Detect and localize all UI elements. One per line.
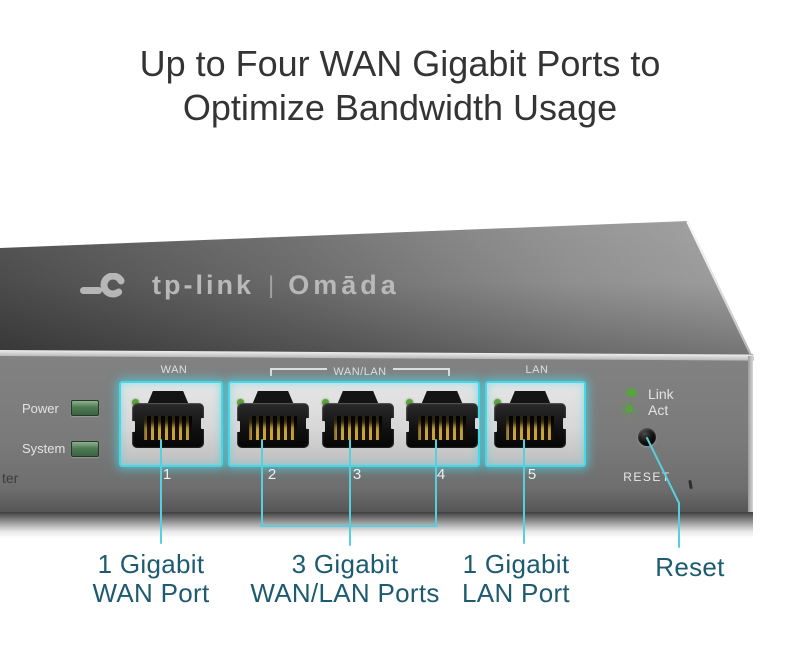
brand-wordmark: tp-link	[152, 270, 254, 300]
headline-line2: Optimize Bandwidth Usage	[182, 87, 618, 128]
chassis-right-bevel	[748, 356, 753, 512]
callout-lan: 1 Gigabit LAN Port	[462, 549, 570, 608]
sub-brand-wordmark: Omāda	[288, 270, 400, 300]
wanlan-group-label: WAN/LAN	[333, 366, 387, 378]
gold-pins	[334, 416, 382, 440]
headline-line1: Up to Four WAN Gigabit Ports to	[139, 43, 661, 84]
chassis-bottom-shadow	[0, 512, 753, 538]
gold-pins	[418, 416, 466, 440]
port-status-led-icon	[406, 399, 413, 406]
headline: Up to Four WAN Gigabit Ports to Optimize…	[0, 42, 800, 130]
port-status-led-icon	[237, 399, 244, 406]
gold-pins	[144, 416, 192, 440]
power-led-label: Power	[22, 401, 59, 416]
port-number-4: 4	[436, 466, 446, 483]
callout-wan: 1 Gigabit WAN Port	[92, 549, 210, 608]
rj45-port-3	[321, 390, 395, 458]
link-led-icon	[626, 388, 637, 397]
partial-model-text: ter	[2, 470, 19, 486]
port-number-2: 2	[267, 466, 277, 483]
system-led-icon	[71, 441, 99, 457]
brand-logo: tp-link | Omāda	[80, 270, 400, 301]
port-status-led-icon	[494, 399, 501, 406]
port-number-5: 5	[527, 466, 537, 483]
wanlan-bracket: WAN/LAN	[270, 366, 450, 378]
act-label: Act	[648, 402, 669, 418]
rj45-port-1	[131, 390, 205, 458]
rj45-port-4	[405, 390, 479, 458]
port-number-3: 3	[352, 466, 362, 483]
port-status-led-icon	[322, 399, 329, 406]
system-led-label: System	[22, 441, 66, 456]
gold-pins	[249, 416, 297, 440]
lan-group-label: LAN	[525, 364, 549, 376]
gold-pins	[506, 416, 554, 440]
reset-panel-label: RESET	[623, 470, 671, 484]
callout-wanlan: 3 Gigabit WAN/LAN Ports	[250, 549, 440, 608]
port-status-led-icon	[132, 399, 139, 406]
link-label: Link	[648, 386, 674, 402]
power-led-icon	[71, 400, 99, 416]
tp-link-logo-icon	[80, 272, 126, 297]
logo-divider: |	[268, 271, 275, 299]
rj45-port-5	[493, 390, 567, 458]
port-number-1: 1	[162, 466, 172, 483]
act-blinking-led-icon	[621, 401, 637, 417]
reset-button	[638, 428, 656, 446]
callout-reset: Reset	[655, 552, 725, 582]
wan-group-label: WAN	[160, 364, 188, 376]
router-top-surface	[0, 221, 753, 357]
rj45-port-2	[236, 390, 310, 458]
